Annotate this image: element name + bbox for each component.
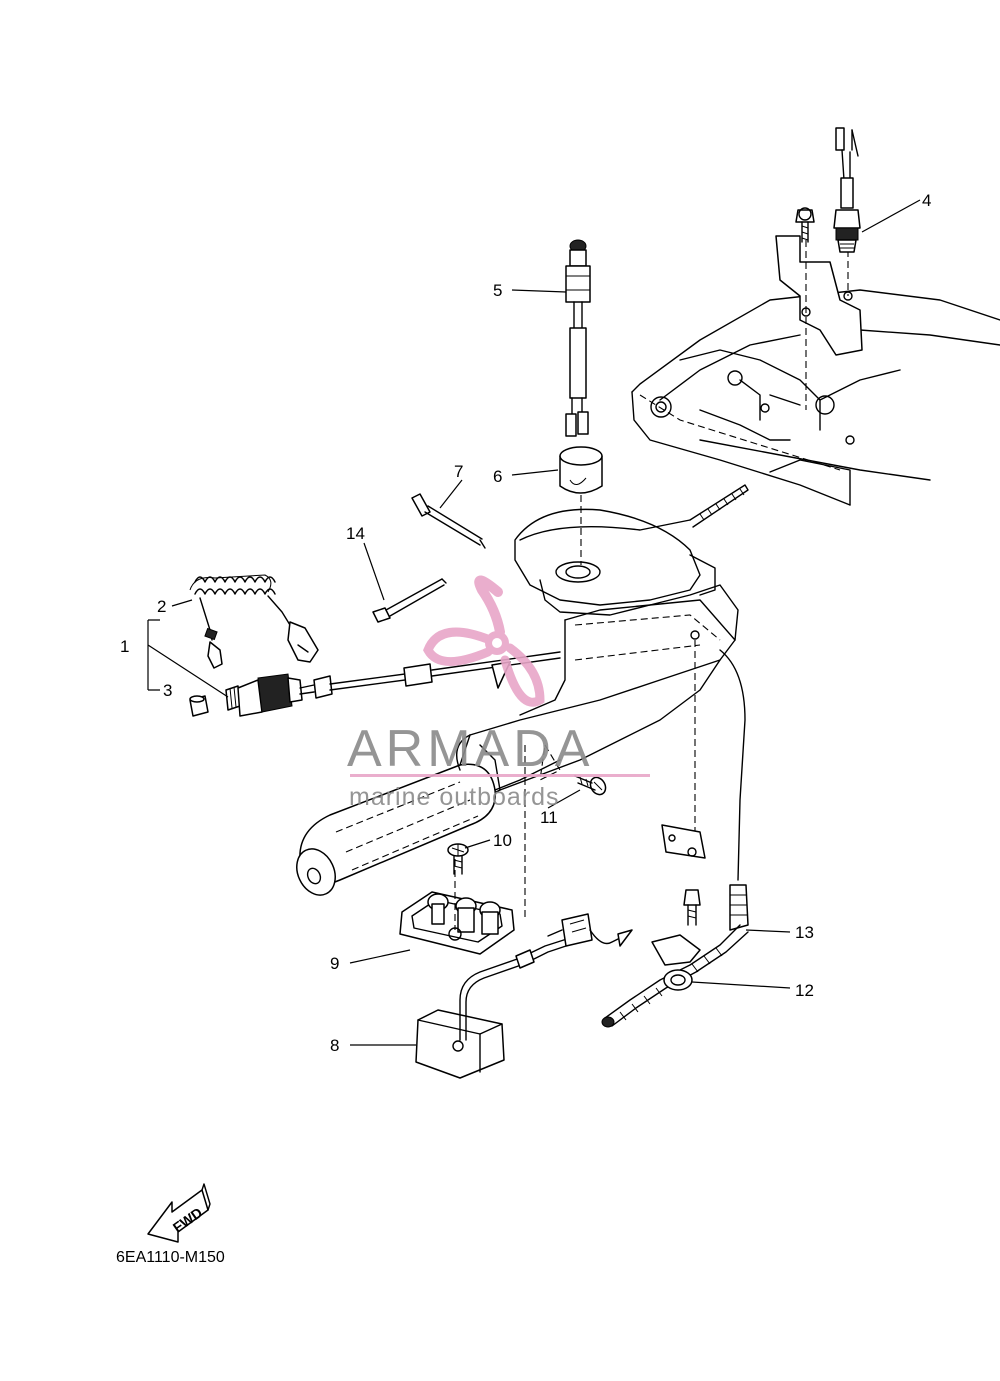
bottom-cowling-drawing bbox=[631, 235, 1000, 506]
callout-3: 3 bbox=[163, 681, 172, 700]
part-12-13-drawing bbox=[651, 824, 706, 991]
callout-6: 6 bbox=[493, 467, 502, 486]
callout-8: 8 bbox=[330, 1036, 339, 1055]
callout-2: 2 bbox=[157, 597, 166, 616]
part-3-drawing bbox=[189, 695, 209, 717]
part-10-drawing bbox=[447, 843, 469, 875]
leader-lines bbox=[147, 199, 921, 1046]
part-7-drawing bbox=[411, 493, 486, 549]
part-6-drawing bbox=[559, 446, 603, 565]
callout-14: 14 bbox=[346, 524, 365, 543]
callout-4: 4 bbox=[922, 191, 931, 210]
callout-10: 10 bbox=[493, 831, 512, 850]
callout-11: 11 bbox=[540, 808, 558, 827]
watermark: ARMADA marine outboards bbox=[347, 575, 650, 811]
callout-13: 13 bbox=[795, 923, 814, 942]
propeller-logo-icon bbox=[423, 575, 545, 707]
part-4-drawing bbox=[795, 127, 861, 253]
watermark-brand: ARMADA bbox=[347, 720, 593, 778]
callout-9: 9 bbox=[330, 954, 339, 973]
callout-5: 5 bbox=[493, 281, 502, 300]
callout-12: 12 bbox=[795, 981, 814, 1000]
tiller-handle-drawing bbox=[296, 508, 739, 920]
callout-1: 1 bbox=[120, 637, 129, 656]
diagram-code: 6EA1110-M150 bbox=[116, 1249, 225, 1266]
part-14-drawing bbox=[372, 578, 447, 623]
part-9-drawing bbox=[399, 848, 515, 955]
watermark-divider bbox=[350, 774, 650, 777]
part-8-drawing bbox=[415, 913, 633, 1079]
fwd-marker: FWD bbox=[147, 1183, 211, 1243]
part-2-drawing bbox=[189, 574, 319, 669]
callout-7: 7 bbox=[454, 462, 463, 481]
part-5-drawing bbox=[565, 239, 591, 437]
watermark-tagline: marine outboards bbox=[349, 783, 560, 811]
part-11-drawing bbox=[574, 775, 607, 796]
fwd-arrow-icon bbox=[147, 1189, 209, 1243]
